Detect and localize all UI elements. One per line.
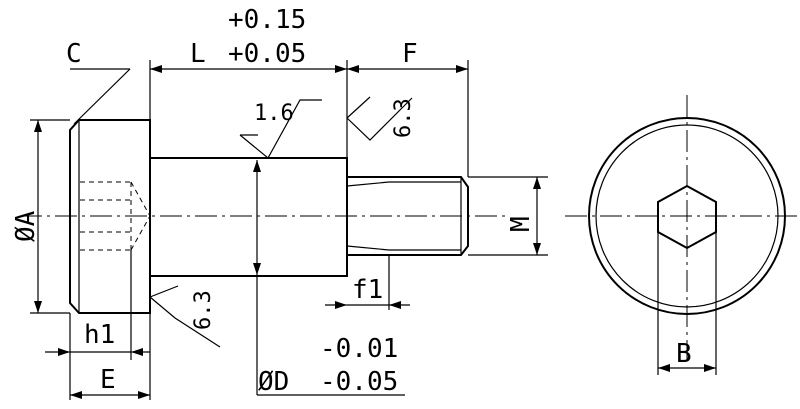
head-width-label: E [100,365,116,395]
length-label: L [190,39,206,69]
head-height-label: h1 [84,320,115,350]
thread-size-label: M [506,216,536,232]
surface-finish-shaft-symbol [239,99,322,159]
surface-finish-thread-symbol [346,96,413,141]
hex-label: B [676,339,692,369]
finish-head-label: 6.3 [191,290,216,330]
shaft-diameter-label: ØD [258,367,289,397]
finish-shaft-label: 1.6 [254,101,294,126]
length-tol-lower: +0.05 [228,39,306,69]
thread-length-label: F [402,39,418,69]
finish-thread-label: 6.3 [391,98,416,138]
head-diameter-label: ØA [11,210,41,242]
shaft-outline [149,157,348,277]
surface-finish-head-symbol [149,285,221,348]
shaft-tol-lower: -0.05 [320,367,398,397]
shaft-tol-upper: -0.01 [320,334,398,364]
socket-hidden [80,181,151,251]
end-view [565,95,800,375]
side-view [20,60,548,400]
chamfer-label: C [66,39,82,69]
runout-label: f1 [352,275,383,305]
length-tol-upper: +0.15 [228,5,306,35]
